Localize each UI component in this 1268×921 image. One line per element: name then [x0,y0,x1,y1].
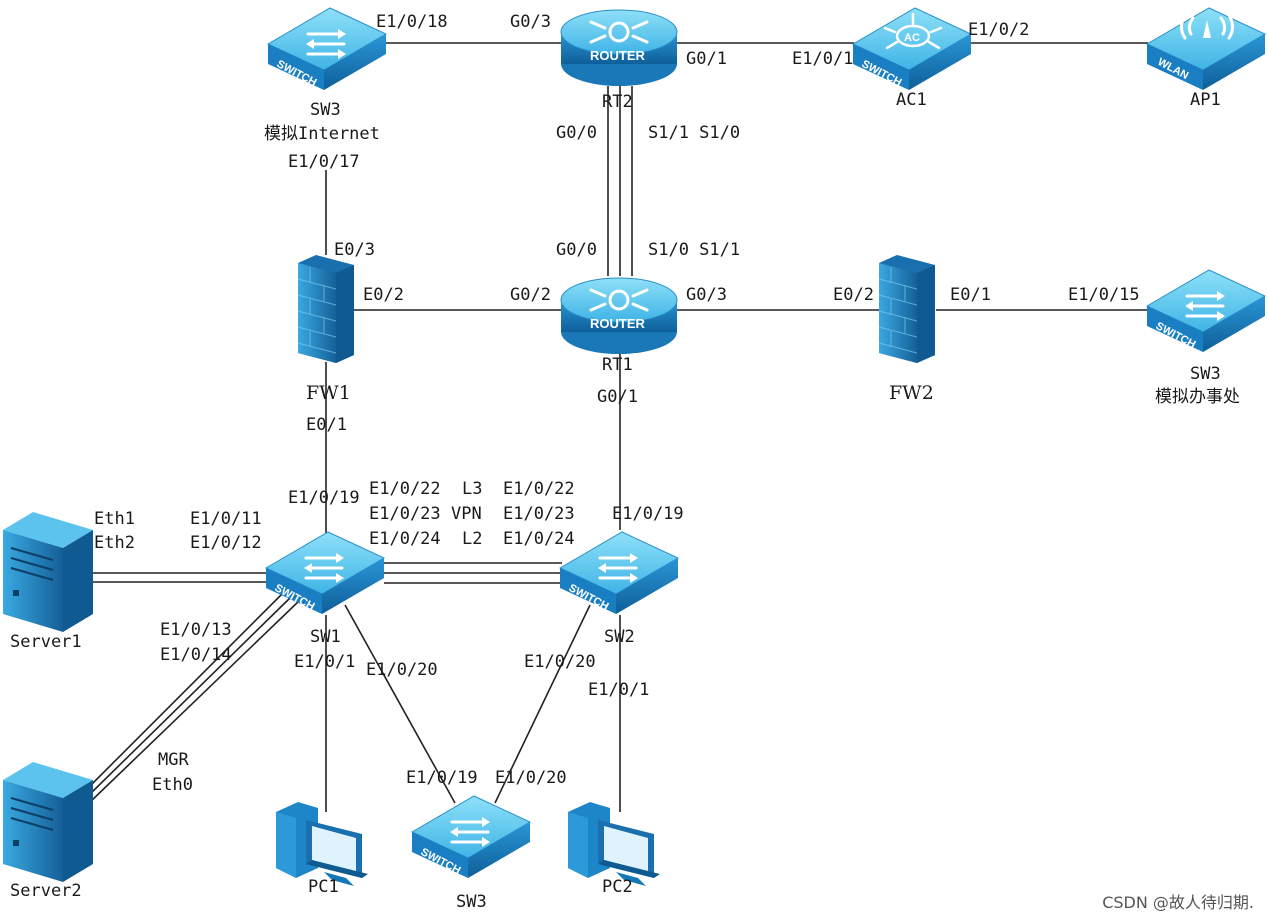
link-server2-sw1-b [87,595,293,797]
port-label: E1/0/19 [612,504,684,524]
device-label-sw1: SW1 [310,627,341,647]
port-label: MGR [158,750,189,770]
port-label: S1/0 S1/1 [648,240,741,260]
port-label: E1/0/1 [294,652,356,672]
watermark: CSDN @故人待归期. [1102,893,1254,912]
port-label: S1/1 S1/0 [648,123,741,143]
port-label: E1/0/14 [160,645,232,665]
port-label: E1/0/24 [369,529,441,549]
switch-icon [410,794,532,880]
device-label-server2: Server2 [10,881,82,901]
port-label: E1/0/19 [406,768,478,788]
port-label: G0/0 [556,123,597,143]
port-label: E0/1 [950,285,991,305]
port-label: E1/0/17 [288,152,360,172]
device-label-rt1: RT1 [602,355,633,375]
device-label-fw1: FW1 [306,382,351,404]
port-label: E1/0/24 [503,529,575,549]
port-label: E1/0/1 [792,49,854,69]
link-type-label: VPN [451,504,482,524]
device-label-rt2: RT2 [602,92,633,112]
device-desc-sw3-internet: 模拟Internet [264,124,380,144]
port-label: Eth2 [94,533,135,553]
device-label-sw3-bottom: SW3 [456,892,487,912]
port-label: E0/1 [306,415,347,435]
port-label: E1/0/20 [524,652,596,672]
ac-switch-icon [851,6,973,92]
port-label: G0/3 [510,12,551,32]
port-label: E1/0/13 [160,620,232,640]
link-server2-sw1-c [87,599,301,805]
port-label: E1/0/15 [1068,285,1140,305]
link-server2-sw1-a [87,591,285,789]
device-label-sw3-office: SW3 [1190,364,1221,384]
server-icon [2,761,94,883]
link-sw1-sw3bottom [344,604,456,804]
port-label: E1/0/1 [588,680,650,700]
switch-icon [558,530,680,616]
port-label: Eth0 [152,775,193,795]
firewall-icon [878,254,936,364]
device-label-fw2: FW2 [889,382,934,404]
port-label: E1/0/22 [503,479,575,499]
link-type-label: L3 [462,479,483,499]
port-label: E0/2 [363,285,404,305]
device-label-sw2: SW2 [604,627,635,647]
port-label: E1/0/23 [369,504,441,524]
port-label: E0/2 [833,285,874,305]
device-label-ap1: AP1 [1190,90,1221,110]
router-icon [559,276,679,356]
port-label: E0/3 [334,240,375,260]
port-label: Eth1 [94,509,135,529]
device-label-sw3-internet: SW3 [310,100,341,120]
switch-icon [1145,268,1267,354]
switch-icon [264,530,386,616]
port-label: G0/1 [597,387,638,407]
port-label: E1/0/20 [366,660,438,680]
links [87,42,1148,812]
pc-icon [568,802,660,886]
pc-icon [276,802,368,886]
device-label-server1: Server1 [10,632,82,652]
port-label: E1/0/2 [968,20,1030,40]
port-label: G0/0 [556,240,597,260]
port-label: E1/0/11 [190,509,262,529]
port-label: E1/0/23 [503,504,575,524]
device-label-pc2: PC2 [602,877,633,897]
port-label: G0/3 [686,285,727,305]
device-label-pc1: PC1 [308,877,339,897]
firewall-icon [297,254,355,364]
wlan-ap-icon [1145,6,1267,92]
router-icon [559,8,679,88]
port-label: E1/0/20 [495,768,567,788]
server-icon [2,511,94,633]
device-label-ac1: AC1 [896,90,927,110]
port-label: G0/1 [686,49,727,69]
link-type-label: L2 [462,529,483,549]
link-sw2-sw3bottom [494,604,591,804]
port-label: E1/0/18 [376,12,448,32]
port-label: E1/0/22 [369,479,441,499]
port-label: G0/2 [510,285,551,305]
port-label: E1/0/12 [190,533,262,553]
device-desc-sw3-office: 模拟办事处 [1155,387,1240,407]
switch-icon [266,6,388,92]
port-label: E1/0/19 [288,488,360,508]
